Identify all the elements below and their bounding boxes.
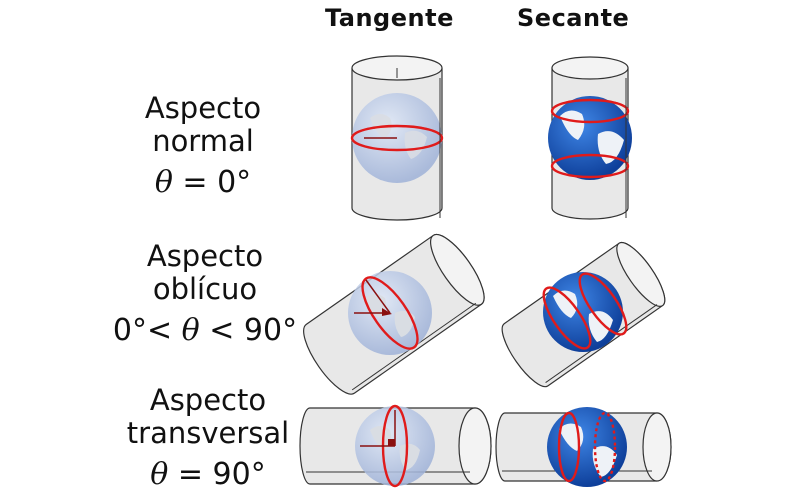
row-label-line1: Aspecto bbox=[146, 239, 264, 273]
row-equation: 0°< θ < 90° bbox=[110, 314, 300, 347]
diagram-oblique-tangent bbox=[303, 233, 485, 395]
row-label-line2: normal bbox=[152, 124, 254, 158]
row-label-normal: Aspecto normal θ = 0° bbox=[118, 91, 288, 200]
row-equation: θ = 90° bbox=[118, 458, 298, 491]
theta-symbol: θ bbox=[150, 457, 169, 492]
row-label-line1: Aspecto bbox=[144, 91, 262, 125]
row-label-transverse: Aspecto transversal θ = 90° bbox=[118, 383, 298, 492]
equation-text: = 0° bbox=[172, 165, 252, 200]
theta-symbol: θ bbox=[154, 165, 173, 200]
globe-icon bbox=[543, 272, 623, 352]
diagram-transverse-tangent bbox=[299, 404, 492, 488]
diagram-oblique-secant bbox=[501, 241, 666, 388]
column-header-tangent: Tangente bbox=[325, 4, 454, 32]
row-label-line1: Aspecto bbox=[149, 383, 267, 417]
diagram-normal-secant bbox=[548, 56, 632, 220]
row-label-line2: oblícuo bbox=[152, 272, 258, 306]
equation-text: = 90° bbox=[168, 457, 266, 492]
diagram-transverse-secant bbox=[495, 407, 672, 487]
column-header-secant: Secante bbox=[517, 4, 630, 32]
equation-text: < 90° bbox=[199, 313, 298, 348]
row-label-oblique: Aspecto oblícuo 0°< θ < 90° bbox=[110, 239, 300, 348]
row-equation: θ = 0° bbox=[118, 166, 288, 199]
theta-symbol: θ bbox=[181, 313, 200, 348]
row-label-line2: transversal bbox=[126, 416, 290, 450]
equation-prefix: 0°< bbox=[112, 313, 182, 348]
diagram-normal-tangent bbox=[350, 55, 444, 221]
